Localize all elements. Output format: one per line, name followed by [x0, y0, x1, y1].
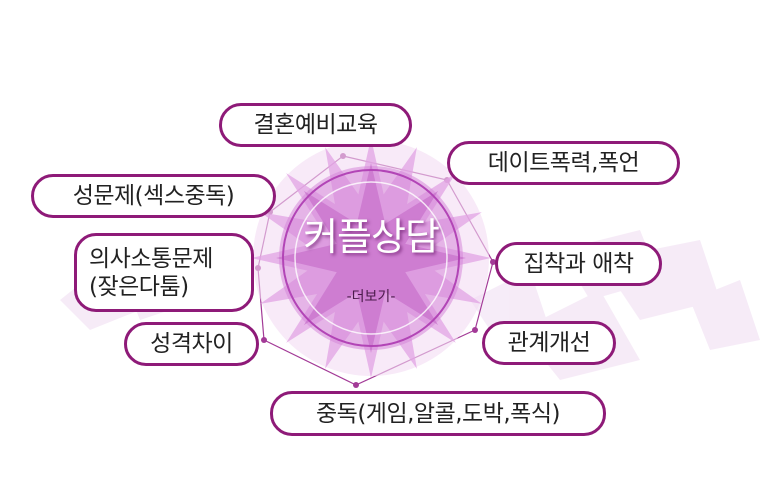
topic-communication[interactable]: 의사소통문제 (잦은다툼)	[74, 233, 254, 312]
topic-label: 데이트폭력,폭언	[487, 150, 640, 176]
topic-label: 관계개선	[507, 330, 591, 356]
topic-addiction[interactable]: 중독(게임,알콜,도박,폭식)	[270, 391, 606, 436]
more-link[interactable]: -더보기-	[346, 289, 396, 305]
topic-relationship-improvement[interactable]: 관계개선	[482, 321, 616, 365]
topic-personality-difference[interactable]: 성격차이	[124, 322, 259, 366]
topic-label-line1: 의사소통문제	[89, 245, 213, 272]
topic-label: 집착과 애착	[523, 251, 634, 277]
topic-label: 성격차이	[150, 331, 233, 357]
topic-wedding-education[interactable]: 결혼예비교육	[219, 103, 412, 147]
topic-label-line2: (잦은다툼)	[89, 273, 189, 300]
center-star	[251, 138, 491, 378]
topic-dating-violence[interactable]: 데이트폭력,폭언	[447, 141, 680, 185]
topic-sexual-problems[interactable]: 성문제(섹스중독)	[31, 174, 276, 218]
topic-label: 결혼예비교육	[253, 112, 378, 138]
topic-obsession-attachment[interactable]: 집착과 애착	[495, 242, 662, 286]
topic-label: 성문제(섹스중독)	[72, 183, 235, 209]
topic-label: 중독(게임,알콜,도박,폭식)	[316, 400, 560, 427]
center-title: 커플상담	[303, 215, 440, 259]
